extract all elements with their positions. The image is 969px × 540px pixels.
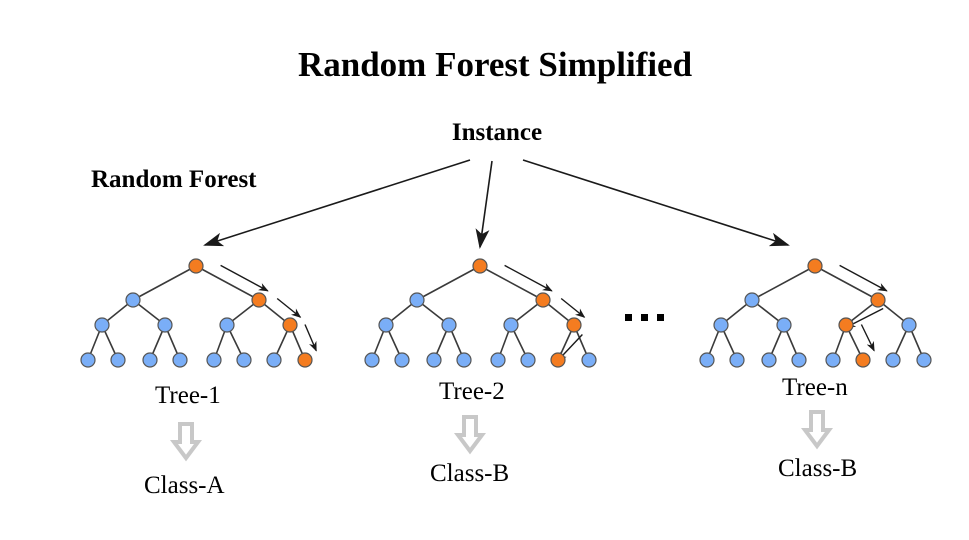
tree-node — [744, 292, 760, 308]
tree-node — [791, 352, 807, 368]
random-forest-label: Random Forest — [91, 166, 257, 193]
class-label: Class-B — [430, 460, 510, 487]
tree-node-active — [838, 317, 854, 333]
diagram-title: Random Forest Simplified — [297, 45, 693, 84]
ellipsis-dots — [625, 314, 664, 321]
tree-node — [490, 352, 506, 368]
tree-node-active — [188, 258, 204, 274]
tree-node — [110, 352, 126, 368]
tree-edge — [132, 265, 197, 301]
tree-node — [441, 317, 457, 333]
tree-node — [266, 352, 282, 368]
tree-node-active — [870, 292, 886, 308]
class-output-arrow-icon — [801, 410, 833, 450]
tree-node-active — [282, 317, 298, 333]
tree-node-active — [855, 352, 871, 368]
decision-tree — [364, 258, 597, 368]
tree-node-active — [472, 258, 488, 274]
tree-label: Tree-n — [782, 374, 848, 401]
decision-path-arrow — [220, 264, 269, 292]
ellipsis-dot — [625, 314, 632, 321]
tree-node — [885, 352, 901, 368]
tree-node — [219, 317, 235, 333]
tree-edge — [416, 265, 481, 301]
tree-node — [761, 352, 777, 368]
tree-label: Tree-2 — [439, 378, 505, 405]
ellipsis-dot — [641, 314, 648, 321]
instance-arrow-tree-1 — [203, 159, 471, 247]
tree-node — [409, 292, 425, 308]
tree-node — [916, 352, 932, 368]
ellipsis-dot — [657, 314, 664, 321]
tree-node — [581, 352, 597, 368]
tree-node — [520, 352, 536, 368]
tree-node — [378, 317, 394, 333]
instance-label: Instance — [451, 119, 543, 146]
tree-node — [236, 352, 252, 368]
tree-label: Tree-1 — [155, 382, 221, 409]
decision-tree — [699, 258, 932, 368]
decision-path-arrow — [560, 297, 586, 318]
tree-node — [125, 292, 141, 308]
tree-node — [206, 352, 222, 368]
class-output-arrow-icon — [454, 415, 486, 455]
class-label: Class-A — [144, 472, 225, 499]
decision-path-arrow — [860, 324, 875, 352]
tree-node — [172, 352, 188, 368]
decision-tree — [80, 258, 317, 368]
tree-node — [825, 352, 841, 368]
tree-node-active — [535, 292, 551, 308]
tree-node — [94, 317, 110, 333]
tree-node — [699, 352, 715, 368]
instance-arrows — [203, 159, 790, 249]
tree-node — [901, 317, 917, 333]
tree-node — [142, 352, 158, 368]
class-label: Class-B — [778, 455, 858, 482]
tree-node — [80, 352, 96, 368]
tree-edge — [751, 265, 816, 301]
tree-node — [503, 317, 519, 333]
tree-node — [157, 317, 173, 333]
tree-node — [713, 317, 729, 333]
tree-node-active — [251, 292, 267, 308]
decision-path-arrow — [839, 264, 888, 292]
tree-node — [729, 352, 745, 368]
tree-node — [394, 352, 410, 368]
instance-arrow-tree-n — [522, 159, 790, 247]
tree-edge — [479, 265, 544, 301]
tree-node-active — [297, 352, 313, 368]
tree-node-active — [566, 317, 582, 333]
tree-edge — [195, 265, 260, 301]
tree-edge — [814, 265, 879, 301]
tree-node — [456, 352, 472, 368]
decision-path-arrow — [304, 324, 317, 352]
instance-arrow-tree-2 — [475, 160, 493, 249]
tree-node-active — [807, 258, 823, 274]
tree-node — [364, 352, 380, 368]
tree-node-active — [550, 352, 566, 368]
decision-path-arrow — [504, 264, 553, 292]
decision-path-arrow — [276, 297, 302, 318]
tree-node — [776, 317, 792, 333]
tree-node — [426, 352, 442, 368]
class-output-arrow-icon — [170, 422, 202, 462]
